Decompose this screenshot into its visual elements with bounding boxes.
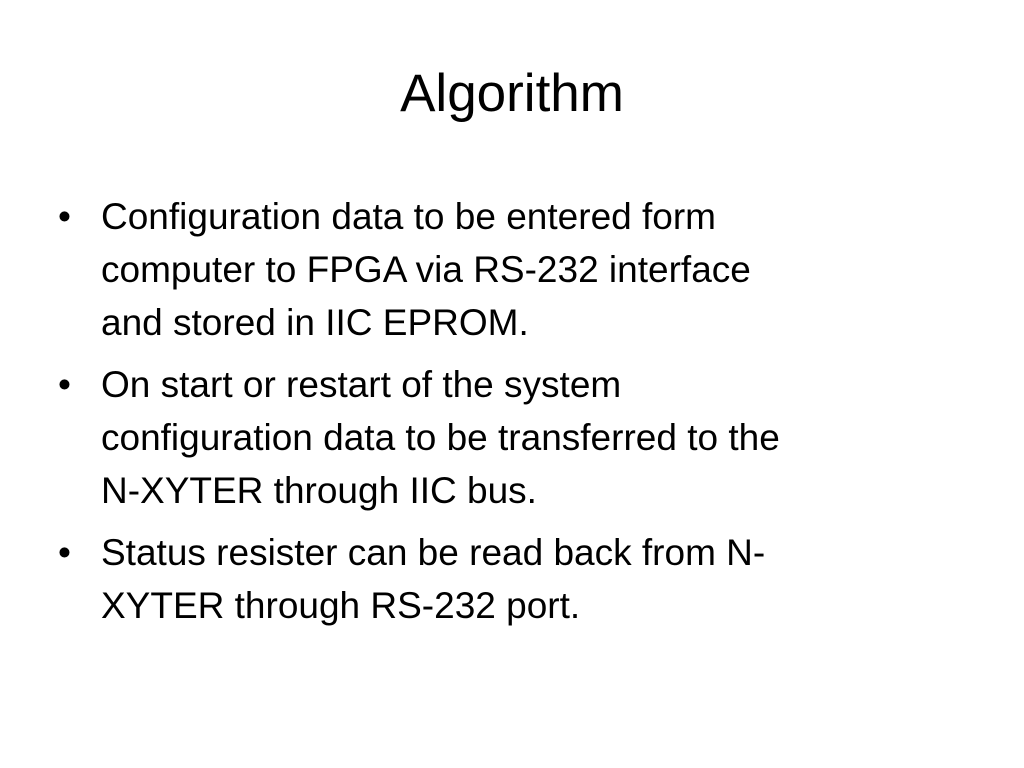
bullet-text-line: N-XYTER through IIC bus.	[101, 470, 537, 511]
bullet-text-line: Status resister can be read back from N-	[101, 532, 766, 573]
bullet-dot-icon: •	[58, 196, 71, 237]
bullet-text-line: XYTER through RS-232 port.	[101, 585, 581, 626]
bullet-dot-icon: •	[58, 364, 71, 405]
bullet-text-line: configuration data to be transferred to …	[101, 417, 780, 458]
bullet-list: • Configuration data to be entered form …	[58, 190, 958, 641]
bullet-item: • Status resister can be read back from …	[58, 526, 958, 632]
bullet-item: • Configuration data to be entered form …	[58, 190, 958, 349]
bullet-text-line: computer to FPGA via RS-232 interface	[101, 249, 751, 290]
bullet-text-line: On start or restart of the system	[101, 364, 622, 405]
bullet-dot-icon: •	[58, 532, 71, 573]
bullet-text-line: Configuration data to be entered form	[101, 196, 716, 237]
bullet-text-line: and stored in IIC EPROM.	[101, 302, 529, 343]
bullet-item: • On start or restart of the system conf…	[58, 358, 958, 517]
slide-title: Algorithm	[400, 64, 624, 123]
